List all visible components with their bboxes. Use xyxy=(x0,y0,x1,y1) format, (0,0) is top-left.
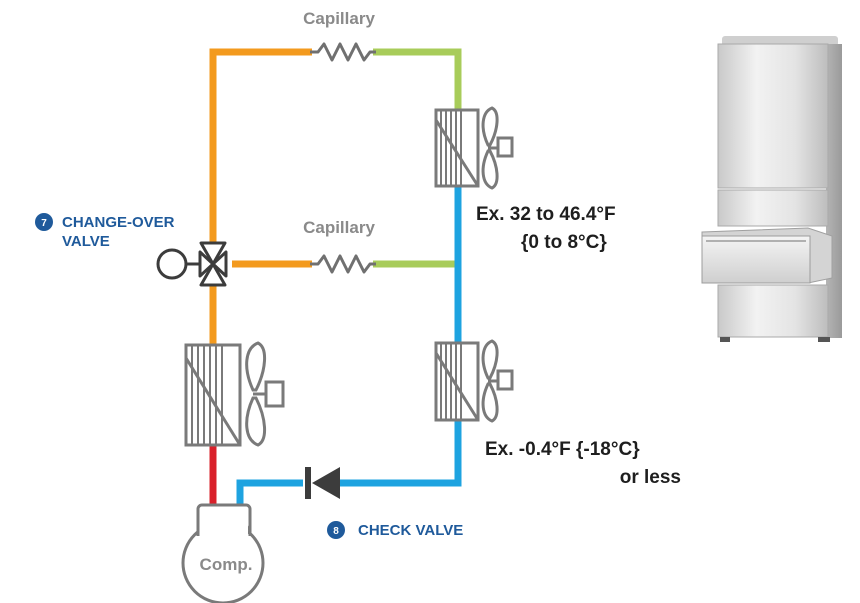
pipe-cold-suction xyxy=(236,479,303,508)
evaporator-upper xyxy=(434,106,514,190)
capillary-top-label: Capillary xyxy=(303,9,375,28)
capillary-zigzag-icon xyxy=(310,254,376,274)
temp-upper-line1: Ex. 32 to 46.4°F xyxy=(476,204,616,225)
temp-lower-line2: or less xyxy=(620,467,681,488)
temp-upper-line2: {0 to 8°C} xyxy=(521,232,607,253)
checkvalve-label: CHECK VALVE xyxy=(358,522,463,539)
check-valve xyxy=(305,467,340,499)
fan-icon xyxy=(481,339,514,423)
check-valve-icon xyxy=(305,467,340,499)
changeover-valve xyxy=(156,241,228,287)
pipe-cap-top-out xyxy=(373,48,462,110)
changeover-label-line1: CHANGE-OVER xyxy=(62,214,175,231)
pipe-cold-return xyxy=(340,420,462,487)
capillary-mid-label: Capillary xyxy=(303,218,375,237)
pipe-hot-left xyxy=(209,48,312,262)
compressor: Comp. xyxy=(181,503,265,603)
capillary-mid xyxy=(310,254,376,274)
check-valve-callout: 8 CHECK VALVE xyxy=(327,521,463,539)
heat-exchanger-coil-icon xyxy=(434,341,480,422)
compressor-label: Comp. xyxy=(200,555,253,574)
number-badge xyxy=(327,521,345,539)
refrigerator-icon xyxy=(701,36,842,342)
capillary-zigzag-icon xyxy=(310,42,376,62)
number-badge xyxy=(35,213,53,231)
fan-icon xyxy=(481,106,514,190)
changeover-label-line2: VALVE xyxy=(62,233,110,250)
pipes xyxy=(209,48,462,508)
condenser xyxy=(184,341,285,447)
temp-lower-line1: Ex. -0.4°F {-18°C} xyxy=(485,439,640,460)
capillary-top xyxy=(310,42,376,62)
temperature-lower: Ex. -0.4°F {-18°C} or less xyxy=(485,439,681,488)
heat-exchanger-coil-icon xyxy=(184,343,242,447)
changeover-valve-callout: 7 CHANGE-OVER VALVE xyxy=(35,213,175,250)
changeover-number: 7 xyxy=(41,218,47,229)
temperature-upper: Ex. 32 to 46.4°F {0 to 8°C} xyxy=(476,204,616,253)
evaporator-lower xyxy=(434,339,514,423)
checkvalve-number: 8 xyxy=(333,526,339,537)
heat-exchanger-coil-icon xyxy=(434,108,480,188)
fan-icon xyxy=(245,341,285,447)
three-way-valve-icon xyxy=(156,241,228,287)
